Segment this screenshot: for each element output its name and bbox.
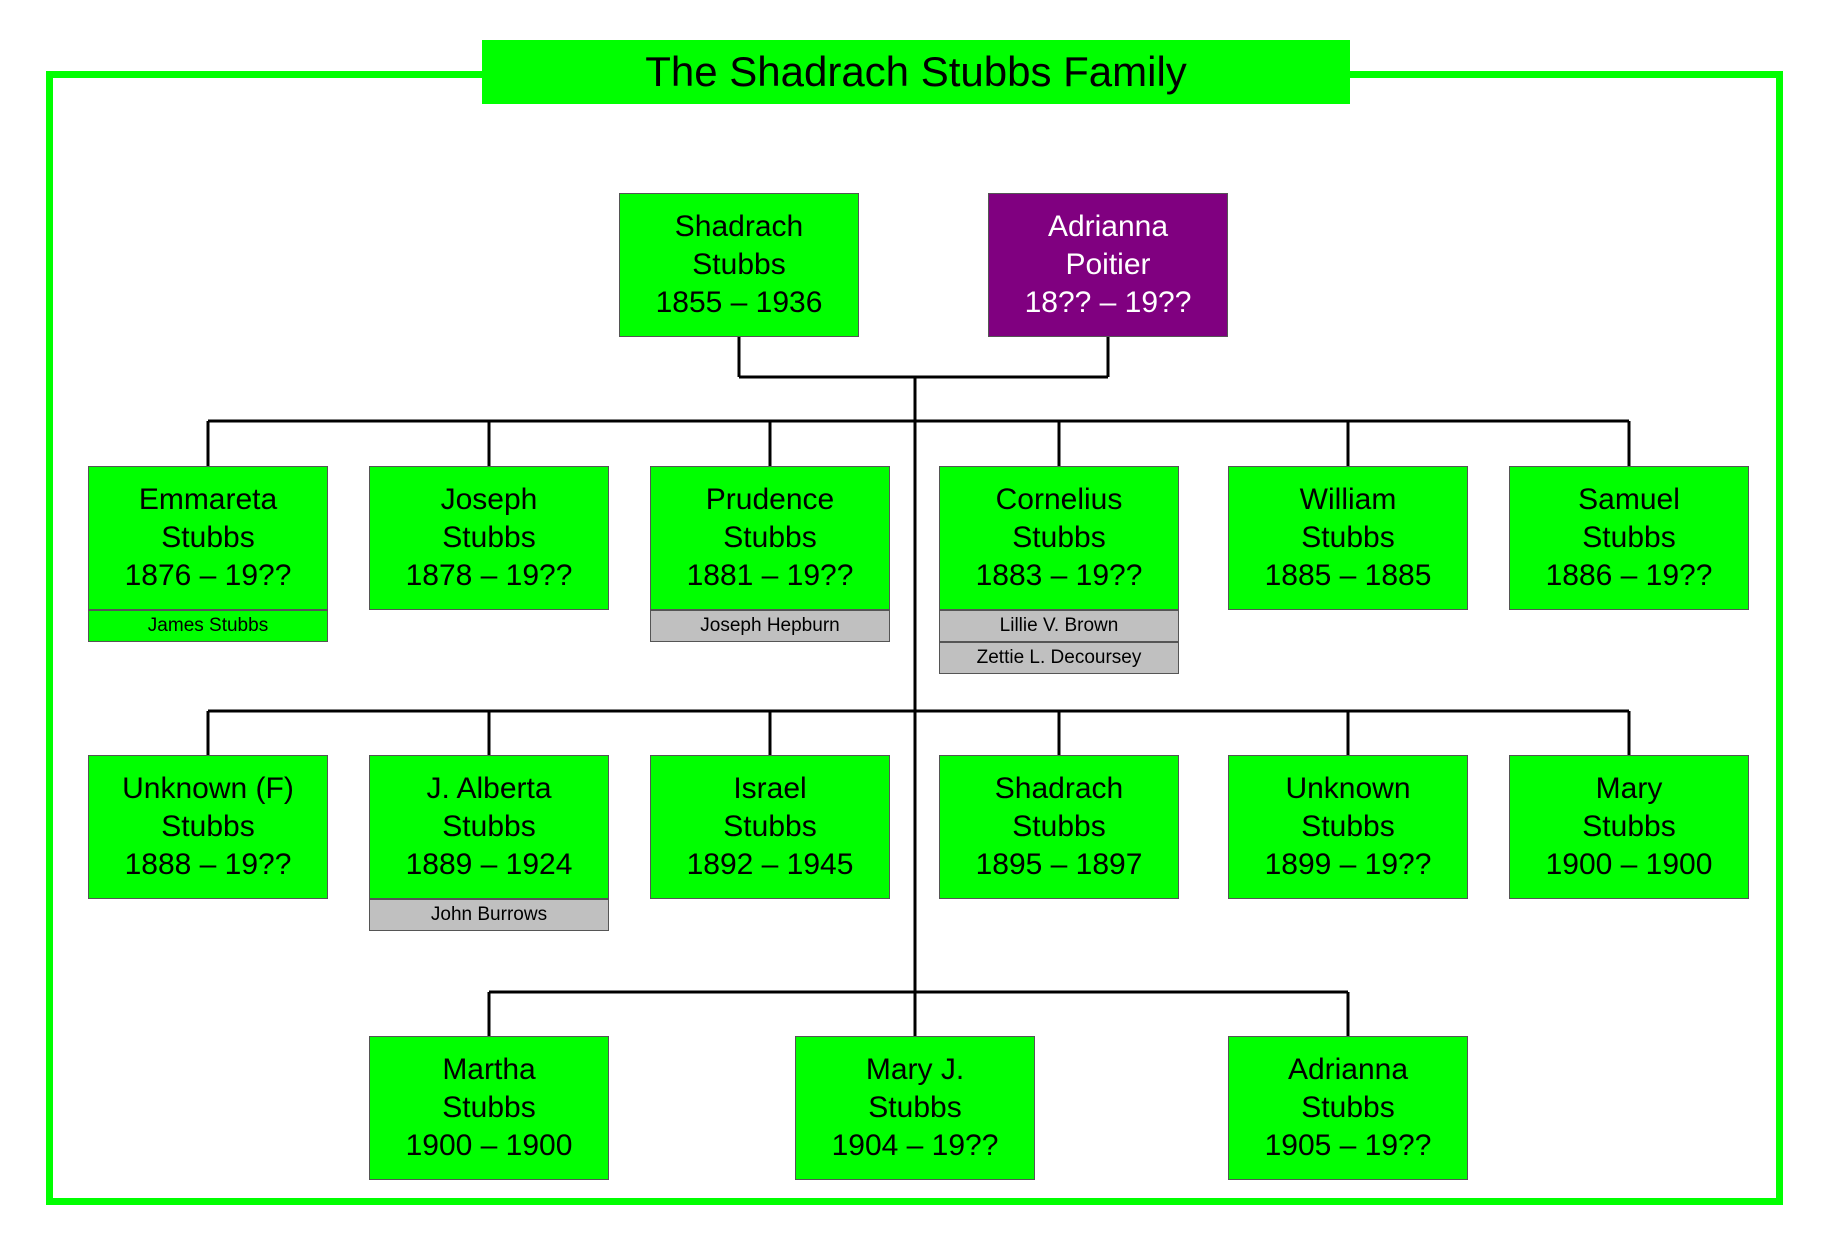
person-last-text: Stubbs bbox=[1582, 810, 1676, 843]
person-years-text: 1889 – 1924 bbox=[405, 848, 573, 881]
person-years-text: 1883 – 19?? bbox=[975, 559, 1143, 592]
person-first-text: Adrianna bbox=[1047, 210, 1169, 243]
person-years-text: 1892 – 1945 bbox=[686, 848, 854, 881]
person-last-text: Stubbs bbox=[1012, 521, 1106, 554]
person-years-text: 1905 – 19?? bbox=[1264, 1129, 1432, 1162]
person-first-text: Shadrach bbox=[994, 772, 1124, 805]
person-last-text: Poitier bbox=[1065, 248, 1151, 281]
person-first-text: Shadrach bbox=[674, 210, 804, 243]
spouse-label: Lillie V. Brown bbox=[939, 610, 1179, 642]
spouse-label: John Burrows bbox=[369, 899, 609, 931]
person-years-text: 1876 – 19?? bbox=[124, 559, 292, 592]
person-last-text: Stubbs bbox=[1301, 521, 1395, 554]
person-years-text: 1888 – 19?? bbox=[124, 848, 292, 881]
person-last-text: Stubbs bbox=[1301, 1091, 1395, 1124]
person-last-text: Stubbs bbox=[442, 1091, 536, 1124]
person-first-text: Adrianna bbox=[1287, 1053, 1409, 1086]
person-first-text: Martha bbox=[442, 1053, 536, 1086]
person-last-text: Stubbs bbox=[161, 810, 255, 843]
person-first-text: Israel bbox=[733, 772, 807, 805]
spouse-label: Zettie L. Decoursey bbox=[939, 642, 1179, 674]
person-first-text: Mary bbox=[1595, 772, 1663, 805]
person-first-text: Unknown bbox=[1285, 772, 1411, 805]
person-years-text: 1895 – 1897 bbox=[975, 848, 1143, 881]
person-first-text: Cornelius bbox=[995, 483, 1123, 516]
person-first-text: J. Alberta bbox=[426, 772, 552, 805]
person-last-text: Stubbs bbox=[1301, 810, 1395, 843]
child-box: Mary J. Stubbs 1904 – 19?? bbox=[795, 1036, 1035, 1180]
person-years-text: 1886 – 19?? bbox=[1545, 559, 1713, 592]
person-years-text: 1855 – 1936 bbox=[655, 286, 823, 319]
person-last-text: Stubbs bbox=[161, 521, 255, 554]
person-first-text: Samuel bbox=[1578, 483, 1680, 516]
person-last-text: Stubbs bbox=[442, 810, 536, 843]
person-years-text: 1899 – 19?? bbox=[1264, 848, 1432, 881]
person-years-text: 1904 – 19?? bbox=[831, 1129, 999, 1162]
person-last-text: Stubbs bbox=[723, 521, 817, 554]
person-first-text: Joseph bbox=[440, 483, 538, 516]
person-years-text: 18?? – 19?? bbox=[1024, 286, 1192, 319]
person-years-text: 1881 – 19?? bbox=[686, 559, 854, 592]
person-first-text: Prudence bbox=[705, 483, 835, 516]
person-years-text: 1900 – 1900 bbox=[405, 1129, 573, 1162]
page-title: The Shadrach Stubbs Family bbox=[482, 40, 1350, 104]
person-last-text: Stubbs bbox=[1012, 810, 1106, 843]
child-box: Unknown (F) Stubbs 1888 – 19?? bbox=[88, 755, 328, 899]
person-last-text: Stubbs bbox=[868, 1091, 962, 1124]
person-years-text: 1878 – 19?? bbox=[405, 559, 573, 592]
person-first-text: Unknown (F) bbox=[122, 772, 294, 805]
spouse-label: Joseph Hepburn bbox=[650, 610, 890, 642]
person-last-text: Stubbs bbox=[442, 521, 536, 554]
person-first-text: Mary J. bbox=[865, 1053, 965, 1086]
person-last-text: Stubbs bbox=[1582, 521, 1676, 554]
person-last-text: Stubbs bbox=[723, 810, 817, 843]
spouse-label: James Stubbs bbox=[88, 610, 328, 642]
person-years-text: 1885 – 1885 bbox=[1264, 559, 1432, 592]
person-last-text: Stubbs bbox=[692, 248, 786, 281]
person-first-text: Emmareta bbox=[138, 483, 278, 516]
person-first-text: William bbox=[1299, 483, 1397, 516]
person-years-text: 1900 – 1900 bbox=[1545, 848, 1713, 881]
